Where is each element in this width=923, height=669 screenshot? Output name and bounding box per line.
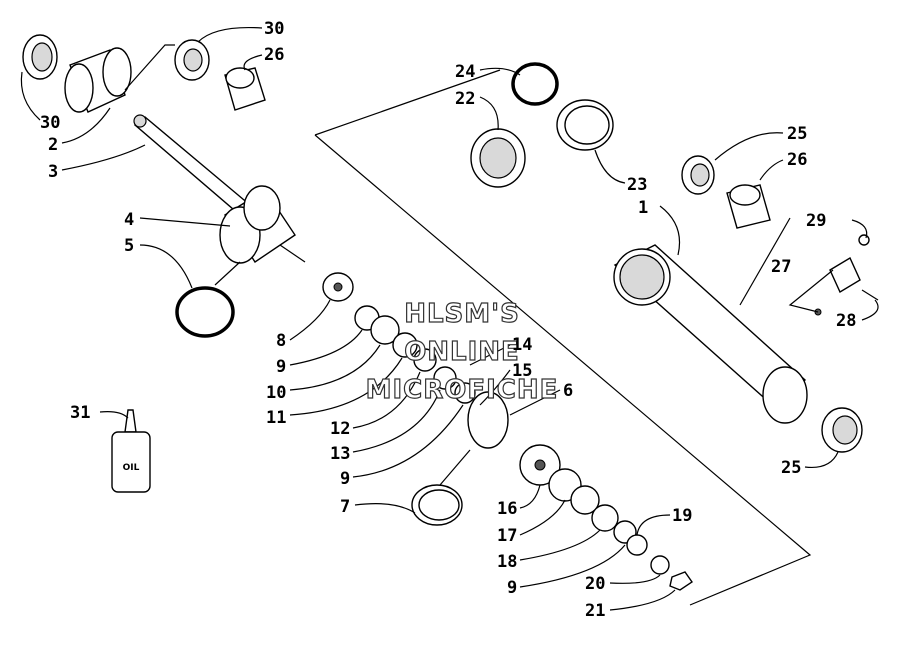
watermark-line-1: HLSM'S [404,299,520,329]
callout-15: 15 [512,361,532,381]
callouts: 30 26 30 2 3 4 5 24 22 23 1 25 26 29 27 … [40,19,856,621]
body-tube-1 [613,244,808,424]
callout-20: 20 [585,574,605,594]
eyelet-2 [64,47,132,113]
callout-16: 16 [497,499,517,519]
callout-8: 8 [276,331,286,351]
callout-10: 10 [266,383,286,403]
washer-stack [322,272,693,591]
callout-6: 6 [563,381,573,401]
callout-14: 14 [512,335,532,355]
sleeve-26-top [224,67,266,111]
callout-29: 29 [806,211,826,231]
callout-9c: 9 [507,578,517,598]
callout-12: 12 [330,419,350,439]
watermark-line-3: MICROFICHE [366,375,559,405]
callout-13: 13 [330,444,350,464]
leader-line [788,269,834,313]
callout-18: 18 [497,552,517,572]
callout-5: 5 [124,236,134,256]
oil-bottle-31: OIL [111,409,151,493]
seal-7 [411,484,463,526]
callout-17: 17 [497,526,517,546]
o-ring-5 [175,286,235,338]
bushing-25-top [681,155,715,195]
callout-9a: 9 [276,357,286,377]
callout-11: 11 [266,408,286,428]
leader-lines [20,26,879,611]
callout-2: 2 [48,135,58,155]
leader-line [739,217,791,306]
piston-22 [470,128,526,188]
valve-27 [814,234,879,316]
callout-31: 31 [70,403,90,423]
assembly-bracket [314,69,501,136]
rod-guide-4 [219,185,306,264]
callout-21: 21 [585,601,605,621]
callout-24: 24 [455,62,475,82]
callout-4: 4 [124,210,134,230]
callout-26b: 26 [787,150,807,170]
callout-19: 19 [672,506,692,526]
callout-22: 22 [455,89,475,109]
bushing-30-top-left [22,34,58,80]
shaft-3 [133,114,252,216]
callout-3: 3 [48,162,58,182]
callout-30b: 30 [40,113,60,133]
callout-28: 28 [836,311,856,331]
bushing-30-top [174,39,210,81]
bushing-25-bottom [821,407,863,453]
callout-25b: 25 [781,458,801,478]
sleeve-26-right [726,184,771,229]
callout-23: 23 [627,175,647,195]
callout-1: 1 [638,198,648,218]
callout-30a: 30 [264,19,284,39]
callout-25a: 25 [787,124,807,144]
callout-9b: 9 [340,469,350,489]
bottle-label: OIL [123,463,140,473]
watermark: HLSM'S ONLINE MICROFICHE [365,298,559,405]
callout-26a: 26 [264,45,284,65]
callout-7: 7 [340,497,350,517]
callout-27: 27 [771,257,791,277]
wear-ring-23 [556,99,614,151]
assembly-bracket [314,134,812,606]
o-ring-24 [511,62,559,106]
watermark-line-2: ONLINE [404,337,520,367]
leader-line [124,44,175,91]
